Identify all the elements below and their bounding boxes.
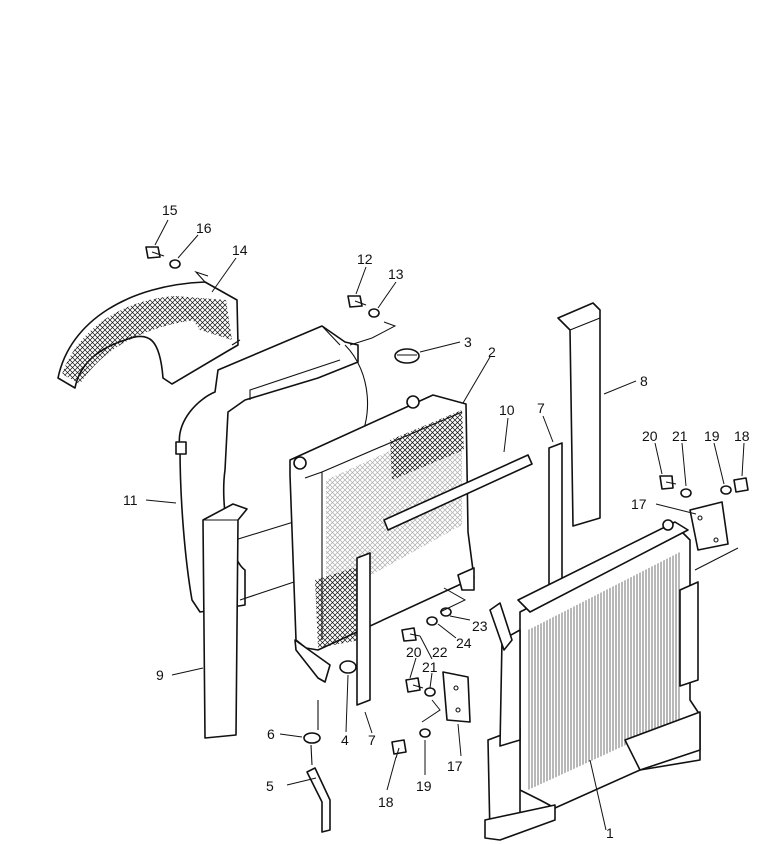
callout-19-upper: 19 [704,428,720,444]
right-seal [557,302,601,527]
callout-7-lower: 7 [368,732,376,748]
callout-14: 14 [232,242,248,258]
washer-21-lower [424,687,436,697]
leader-lines [145,219,745,831]
callout-1: 1 [606,825,614,841]
filler-neck [406,395,420,409]
vertical-seal-right [548,442,563,586]
mounting-bracket-upper [689,501,729,551]
bolt-18-upper [733,477,749,493]
radiator-assembly [289,394,475,683]
callout-19-lower: 19 [416,778,432,794]
callout-13: 13 [388,266,404,282]
callout-4: 4 [341,732,349,748]
callout-11: 11 [123,492,138,508]
cooler-hose-bracket [489,602,513,651]
drain-plug-4 [339,660,357,674]
cooler-top-fitting [662,519,674,531]
callout-5: 5 [266,778,274,794]
callout-6: 6 [267,726,275,742]
callout-16: 16 [196,220,212,236]
left-seal [202,503,248,739]
bolt-20-lower [405,677,424,693]
callout-8: 8 [640,373,648,389]
washer-13 [368,308,380,318]
callout-9: 9 [156,667,164,683]
washer-19-lower [419,728,431,738]
bolt-22 [401,627,421,642]
callout-10: 10 [499,402,515,418]
callout-24: 24 [456,635,472,651]
washer-21-upper [680,488,692,498]
washer-16 [169,259,181,269]
shroud-bracket [175,441,187,455]
callout-18-upper: 18 [734,428,750,444]
upper-tank-neck [293,456,307,470]
callout-22: 22 [432,644,448,660]
callout-23: 23 [472,618,488,634]
callout-17-upper: 17 [631,496,647,512]
oil-cooler-assembly [484,519,701,841]
callout-17-lower: 17 [447,758,463,774]
bolt-12 [347,295,367,308]
callout-15: 15 [162,202,178,218]
bolt-15 [145,246,165,259]
top-seal-bar [383,454,533,531]
bolt-18-lower [391,739,407,759]
washer-19-upper [720,485,732,495]
callout-labels: 1 2 3 4 5 6 7 7 8 9 10 11 12 13 14 15 16… [123,202,750,841]
callout-12: 12 [357,251,373,267]
radiator-cap [394,348,420,364]
callout-3: 3 [464,334,472,350]
fan-guard [57,270,241,389]
callout-18-lower: 18 [378,794,394,810]
callout-20-lower: 20 [406,644,422,660]
mounting-bracket-lower [442,671,471,723]
vertical-seal-left [356,552,371,706]
callout-21-upper: 21 [672,428,688,444]
callout-21-lower: 21 [422,659,438,675]
washer-24 [426,616,438,626]
drain-hose [306,700,331,833]
callout-20-upper: 20 [642,428,658,444]
callout-2: 2 [488,344,496,360]
bolt-20-upper [659,475,677,490]
callout-7-upper: 7 [537,400,545,416]
drain-valve-6 [303,732,321,744]
